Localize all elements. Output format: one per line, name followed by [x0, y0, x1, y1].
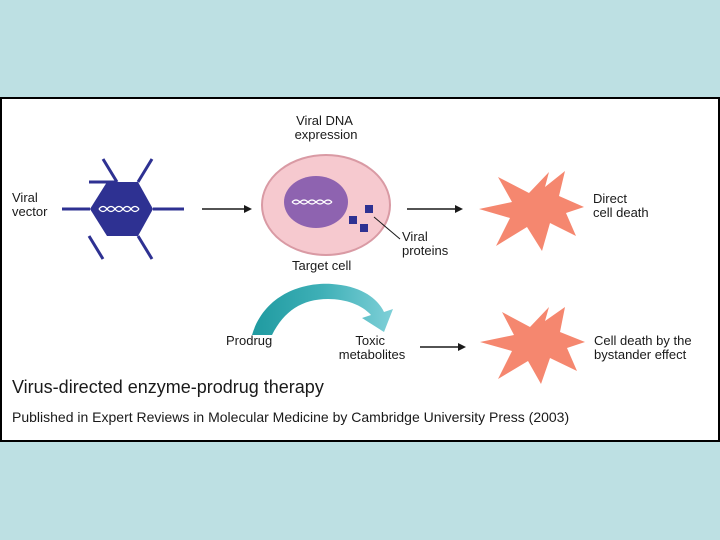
viral-proteins-pointer [373, 216, 401, 240]
figure-panel: Viral vector [2, 99, 718, 440]
viral-dna-expression-label: Viral DNA expression [295, 113, 358, 142]
viral-protein-square [365, 205, 373, 213]
bystander-cell-death-burst-icon [480, 307, 585, 384]
viral-vector-hexagon-icon [62, 158, 184, 260]
vdept-diagram: Viral vector [12, 113, 695, 425]
bystander-effect-label: Cell death by the bystander effect [594, 333, 695, 362]
viral-proteins-label: Viral proteins [402, 229, 449, 258]
prodrug-label: Prodrug [226, 333, 272, 348]
figure-title: Virus-directed enzyme-prodrug therapy [12, 377, 324, 397]
viral-protein-square [360, 224, 368, 232]
target-cell-label: Target cell [292, 258, 351, 273]
viral-protein-square [349, 216, 357, 224]
arrow-vector-to-cell [202, 205, 252, 213]
toxic-metabolites-label: Toxic metabolites [339, 333, 406, 362]
viral-vector-label: Viral vector [12, 190, 48, 219]
prodrug-conversion-arrow [252, 283, 393, 335]
arrow-cell-to-death [407, 205, 463, 213]
target-cell [261, 154, 401, 256]
figure-caption: Published in Expert Reviews in Molecular… [12, 409, 569, 425]
direct-cell-death-burst-icon [479, 171, 584, 251]
slide-frame: Viral vector [0, 97, 720, 442]
arrow-metabolites-to-death [420, 343, 466, 351]
direct-cell-death-label: Direct cell death [593, 191, 649, 220]
